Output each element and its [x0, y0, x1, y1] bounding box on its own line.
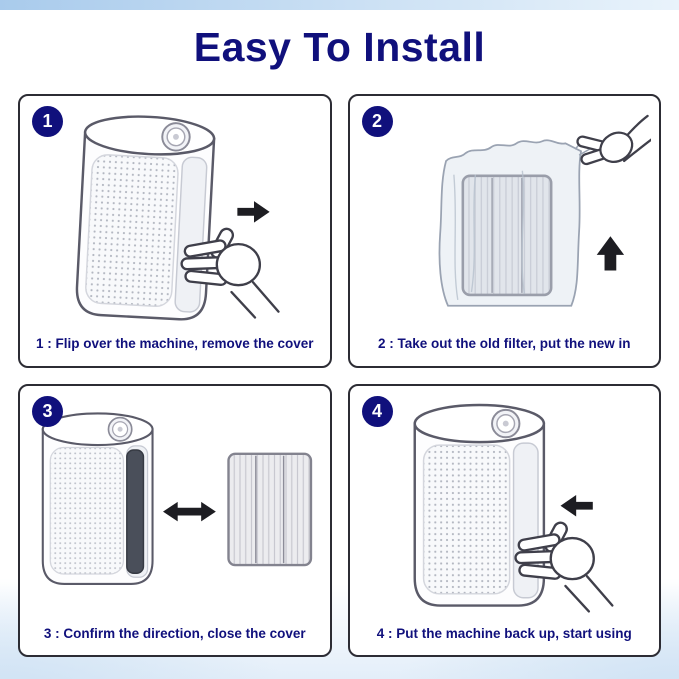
step-illustration [350, 386, 660, 620]
step-illustration [350, 96, 660, 330]
hand-icon [575, 114, 651, 166]
top-accent-strip [0, 0, 679, 10]
step-panel-4: 4 4 : Put the machine back up, start usi… [347, 383, 661, 657]
step-number-badge: 4 [361, 395, 393, 427]
filter-slot [126, 448, 145, 574]
steps-grid: 1 1 : Flip over the machine, remove the … [18, 94, 661, 657]
step-4-illustration [413, 403, 614, 613]
arrow-right-icon [237, 201, 270, 223]
page-title: Easy To Install [193, 24, 486, 70]
arrow-double-horizontal-icon [163, 501, 216, 521]
step-illustration [20, 386, 330, 620]
air-purifier-icon [74, 112, 217, 322]
step-3-illustration [41, 411, 313, 585]
step-caption: 4 : Put the machine back up, start using [376, 625, 632, 641]
step-number-badge: 2 [361, 106, 393, 137]
arrow-left-icon [560, 494, 593, 517]
step-panel-3: 3 3 : Confirm the direction, close the c… [18, 383, 332, 657]
step-caption: 1 : Flip over the machine, remove the co… [35, 336, 314, 351]
step-panel-2: 2 [347, 94, 661, 368]
plastic-bag-icon [438, 137, 597, 307]
step-number-badge: 3 [32, 395, 63, 427]
step-1-illustration [74, 112, 280, 322]
step-illustration [20, 96, 330, 330]
step-panel-1: 1 1 : Flip over the machine, remove the … [18, 94, 332, 368]
step-caption: 3 : Confirm the direction, close the cov… [43, 625, 306, 641]
step-number-badge: 1 [32, 106, 63, 137]
step-caption: 2 : Take out the old filter, put the new… [377, 336, 631, 351]
arrow-up-icon [596, 236, 624, 271]
step-2-illustration [438, 114, 651, 307]
filter-icon [227, 452, 313, 566]
